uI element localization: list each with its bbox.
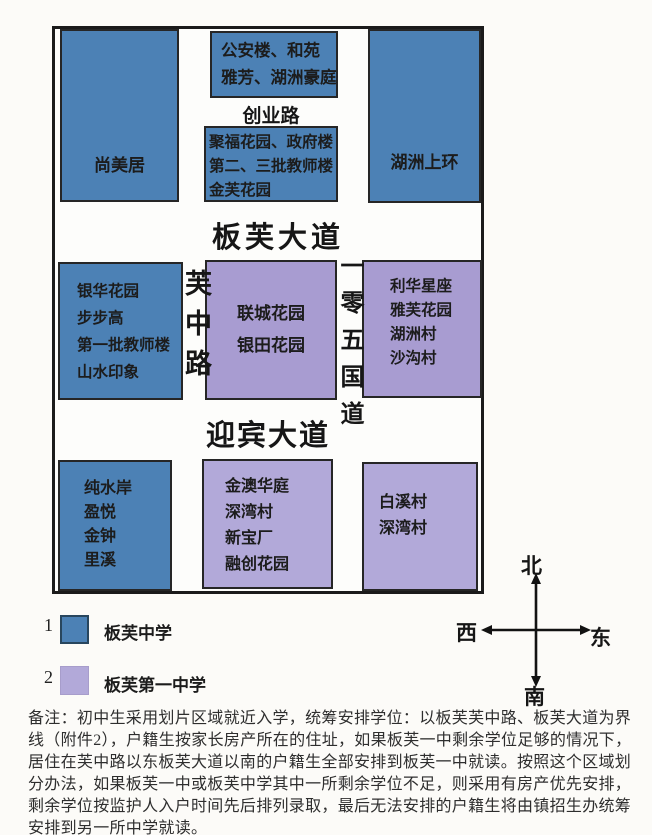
zone-label-line: 银华花园: [77, 283, 140, 300]
road-label-g105: 一零五国道: [336, 253, 363, 438]
zone-label-line: 利华星座: [390, 278, 453, 295]
note-line: 备注：初中生采用划片区域就近入学，统筹安排学位：以板芙芙中路、板芙大道为界: [28, 710, 632, 727]
road-label-fuzhong-road: 芙中路: [181, 269, 211, 389]
zone-label-line: 第一批教师楼: [77, 337, 171, 354]
compass-label-south: 南: [524, 686, 545, 709]
zone-label-line: 新宝厂: [225, 530, 274, 547]
legend-number-1: 1: [44, 615, 53, 635]
zone-label-line: 山水印象: [77, 364, 140, 381]
zone-label-line: 银田花园: [237, 336, 305, 355]
zone-baixicun: 白溪村 深湾村: [362, 462, 478, 591]
note-line: 线（附件2），户籍生按家长房产所在的住址，如果板芙一中剩余学位足够的情况下，: [28, 732, 632, 749]
legend-swatch-banfu-middle-school: [60, 615, 89, 644]
legend-swatch-banfu-no1-middle-school: [60, 666, 89, 695]
zone-label-line: 第二、三批教师楼: [209, 158, 334, 175]
legend-label-banfu-middle-school: 板芙中学: [104, 624, 172, 643]
zone-lihua-xingzuo: 利华星座 雅芙花园 湖洲村 沙沟村: [362, 260, 482, 398]
zone-yinhua-huayuan: 银华花园 步步高 第一批教师楼 山水印象: [58, 262, 183, 400]
compass-label-west: 西: [456, 622, 477, 645]
zone-gongan-heyuan: 公安楼、和苑 雅芳、湖洲豪庭: [210, 31, 338, 98]
compass-label-east: 东: [590, 627, 611, 650]
road-label-yingbin-avenue: 迎宾大道: [205, 420, 330, 452]
zone-shangmeiju: 尚美居: [60, 29, 179, 202]
note-paragraph: 备注：初中生采用划片区域就近入学，统筹安排学位：以板芙芙中路、板芙大道为界 线（…: [28, 708, 644, 835]
zone-liancheng-huayuan: 联城花园 银田花园: [205, 260, 337, 400]
zone-label-line: 聚福花园、政府楼: [209, 134, 334, 151]
zone-label-line: 深湾村: [379, 520, 428, 537]
zone-label-line: 金芙花园: [209, 182, 272, 199]
zone-label-line: 雅芳、湖洲豪庭: [221, 69, 337, 87]
note-line: 居住在芙中路以东板芙大道以南的户籍生全部安排到板芙一中就读。按照这个区域划: [28, 754, 632, 771]
zone-label-line: 金澳华庭: [225, 478, 290, 495]
compass-icon: [481, 573, 591, 687]
zone-huzhou-shanghuan: 湖洲上环: [368, 29, 481, 203]
zone-chunshuian: 纯水岸 盈悦 金钟 里溪: [58, 460, 172, 591]
zone-label-line: 尚美居: [94, 156, 145, 175]
zone-label-line: 雅芙花园: [390, 302, 453, 319]
zone-jufu-huayuan: 聚福花园、政府楼 第二、三批教师楼 金芙花园: [204, 126, 338, 202]
zone-label-line: 纯水岸: [84, 480, 133, 497]
note-line: 剩余学位按监护人入户时间先后排列录取，最后无法安排的户籍生将由镇招生办统筹: [28, 798, 632, 815]
zone-label-line: 湖洲上环: [390, 153, 459, 172]
road-label-chuangye: 创业路: [242, 106, 300, 127]
legend-number-2: 2: [44, 667, 53, 687]
zone-label-line: 金钟: [84, 528, 117, 545]
zone-label-line: 里溪: [84, 552, 117, 569]
zone-label-line: 深湾村: [225, 504, 274, 521]
zone-label-line: 步步高: [77, 310, 124, 327]
zone-label-line: 白溪村: [379, 494, 428, 511]
zone-label-line: 盈悦: [84, 504, 117, 521]
zone-jinao-huating: 金澳华庭 深湾村 新宝厂 融创花园: [202, 459, 333, 589]
legend-label-banfu-no1-middle-school: 板芙第一中学: [104, 676, 206, 695]
zone-label-line: 融创花园: [225, 556, 290, 573]
zone-label-line: 联城花园: [237, 304, 305, 323]
zone-label-line: 公安楼、和苑: [221, 42, 320, 60]
zone-label-line: 湖洲村: [390, 326, 437, 343]
note-line: 分办法，如果板芙一中或板芙中学其中一所剩余学位不足，则采用有房产优先安排，: [28, 776, 632, 793]
zone-label-line: 沙沟村: [390, 350, 437, 367]
note-line: 安排到另一所中学就读。: [28, 820, 208, 835]
road-label-banfu-avenue: 板芙大道: [211, 222, 344, 254]
compass-label-north: 北: [521, 555, 542, 578]
